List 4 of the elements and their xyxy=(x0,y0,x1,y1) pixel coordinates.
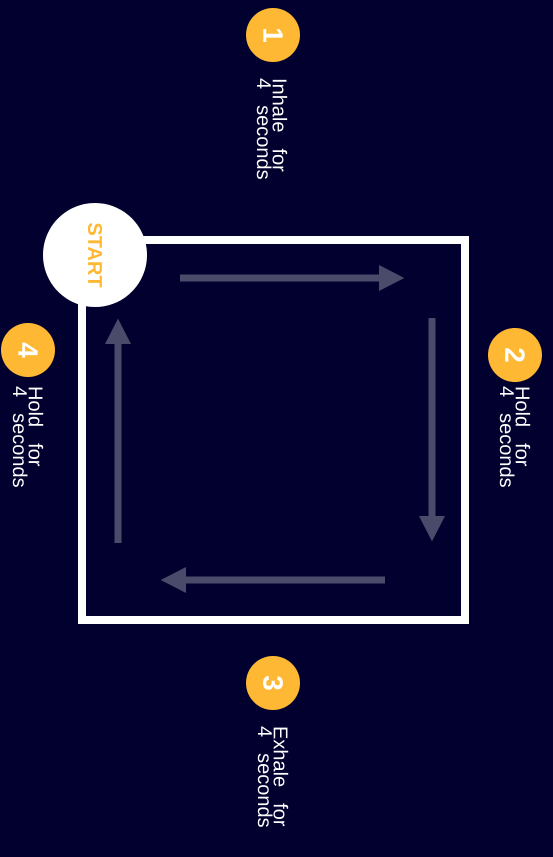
step-label: Inhale for 4 seconds xyxy=(256,78,288,179)
step-label: Hold for 4 seconds xyxy=(500,386,530,487)
step-label: Exhale for 4 seconds xyxy=(258,726,288,827)
step-label: Hold for 4 seconds xyxy=(12,386,44,487)
